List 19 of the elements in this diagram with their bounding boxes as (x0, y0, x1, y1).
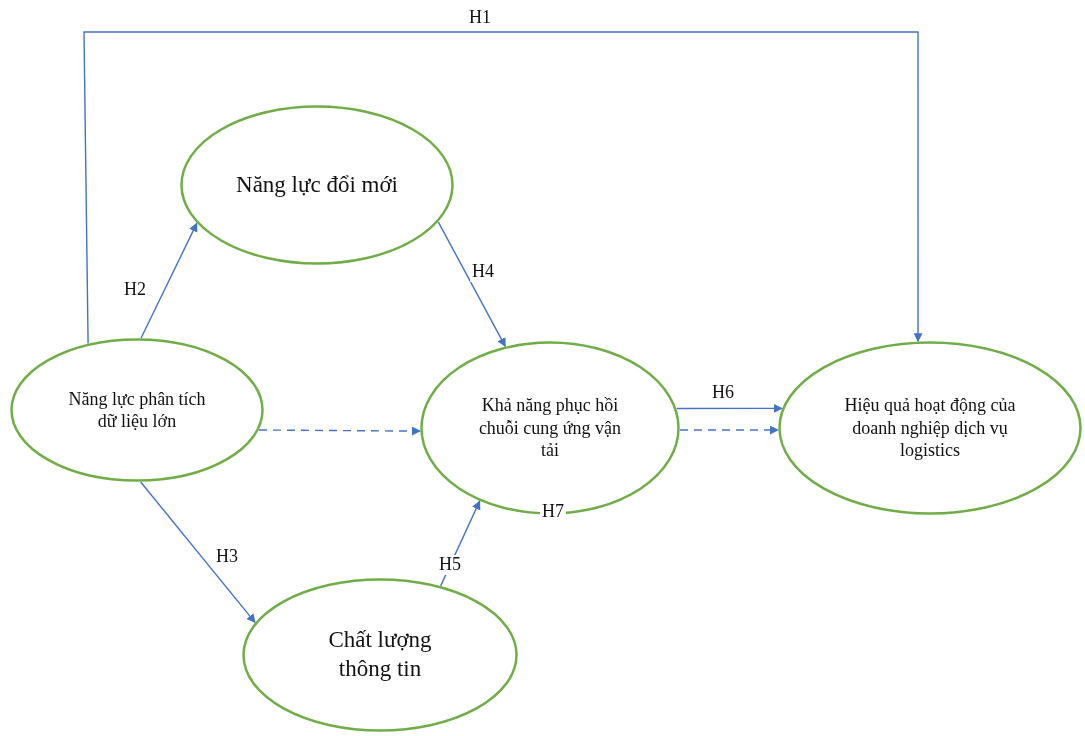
arrow (437, 221, 506, 348)
arrow (140, 222, 198, 339)
edge-label: H4 (470, 262, 496, 282)
construct-ellipse (778, 341, 1082, 515)
node-label: Năng lực đổi mới (235, 170, 399, 199)
arrow (83, 31, 923, 345)
arrow (676, 403, 783, 413)
edge-label: H5 (437, 555, 463, 575)
construct-ellipse (180, 105, 454, 265)
node-label: Chất lượng thông tin (327, 626, 433, 683)
construct-ellipse (10, 338, 264, 482)
node-label: Khả năng phục hồi chuỗi cung ứng vận tải (477, 394, 623, 462)
arrow (140, 481, 256, 624)
node-label: Năng lực phân tích dữ liệu lớn (67, 387, 207, 433)
arrow (258, 426, 421, 436)
construct-ellipse (420, 341, 680, 515)
construct-ellipse (242, 578, 518, 732)
arrow (679, 425, 779, 435)
node-label: Hiệu quả hoạt động của doanh nghiệp dịch vụ logistics (843, 394, 1017, 462)
